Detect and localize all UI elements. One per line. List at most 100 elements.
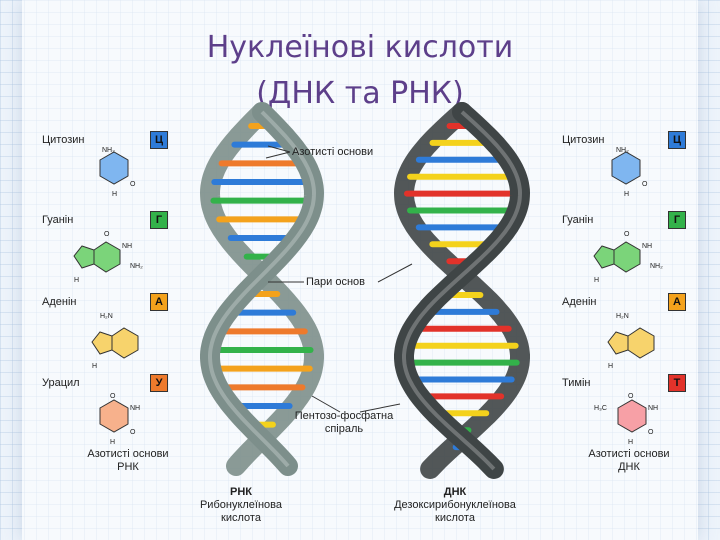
guanine-molecule-icon: O NH NH₂ H xyxy=(73,231,143,284)
dna-base-rung xyxy=(415,224,509,231)
mol-h2n-label: H₂N xyxy=(100,313,113,320)
spiral-label-line1: Пентозо-фосфатна xyxy=(294,410,394,422)
rna-bases-caption: Азотисті основи РНК xyxy=(78,448,178,474)
dna-caption-line1: Азотисті основи xyxy=(588,448,670,460)
rna-base-rung xyxy=(210,347,314,353)
mol-h3c-label: H₃C xyxy=(594,405,607,412)
dna-caption-line2: ДНК xyxy=(618,461,640,473)
dna-base-rung xyxy=(407,207,517,214)
mol-nh-label: NH xyxy=(648,405,658,412)
slide-frame xyxy=(22,0,698,540)
dna-base-rung xyxy=(404,190,520,197)
dna-base-rung xyxy=(424,308,500,315)
dna-base-rung xyxy=(429,139,495,146)
rna-base-rung xyxy=(218,160,306,167)
dna-base-rung xyxy=(407,173,517,180)
mol-h-label: H xyxy=(74,277,79,284)
dna-base-rung xyxy=(419,393,505,400)
dna-back-strand xyxy=(393,102,530,479)
rna-base-rung xyxy=(211,179,313,185)
right-name-cytosine: Цитозин xyxy=(562,134,605,146)
rna-base-rung xyxy=(231,141,293,148)
mol-h-label: H xyxy=(594,277,599,284)
mol-h-label: H xyxy=(608,363,613,370)
dna-base-rung xyxy=(404,359,520,366)
right-badge-thymine: Т xyxy=(668,374,686,392)
left-badge-uracil: У xyxy=(150,374,168,392)
label-base-pairs: Пари основ xyxy=(306,276,365,288)
dna-base-rung xyxy=(409,376,515,383)
mol-h2n-label: H₂N xyxy=(616,313,629,320)
mol-h-label: H xyxy=(110,439,115,446)
guanine-molecule-icon: O NH NH₂ H xyxy=(593,231,663,284)
pointer-line xyxy=(265,151,291,159)
cytosine-molecule-icon: NH₂ O H xyxy=(611,147,648,198)
pointer-line xyxy=(267,145,291,153)
right-badge-guanine: Г xyxy=(668,211,686,229)
pointer-line xyxy=(311,395,341,413)
mol-nh2-label: NH₂ xyxy=(130,263,143,270)
left-badge-guanine: Г xyxy=(150,211,168,229)
left-name-guanine: Гуанін xyxy=(42,214,74,226)
rna-base-rung xyxy=(216,216,308,223)
rna-base-rung xyxy=(211,365,313,372)
mol-nh2-label: NH₂ xyxy=(650,263,663,270)
mol-o-label: O xyxy=(130,181,136,188)
mol-o-label: O xyxy=(104,231,110,238)
mol-nh2-label: NH₂ xyxy=(102,147,115,154)
spiral-label-line2: спіраль xyxy=(324,423,364,435)
rna-base-rung xyxy=(216,328,308,335)
rna-strand-highlight xyxy=(208,110,317,468)
label-pentose-phosphate-spiral: Пентозо-фосфатна спіраль xyxy=(282,410,406,436)
mol-o-label: O xyxy=(628,393,634,400)
mol-h-label: H xyxy=(112,191,117,198)
right-name-thymine: Тимін xyxy=(562,377,591,389)
rna-title: РНК xyxy=(230,486,252,498)
rna-subtitle-line2: кислота xyxy=(221,512,261,524)
rna-subtitle-line1: Рибонуклеїнова xyxy=(199,499,283,511)
right-badge-adenine: А xyxy=(668,293,686,311)
left-badge-cytosine: Ц xyxy=(150,131,168,149)
dna-base-rung xyxy=(412,325,512,332)
mol-h-label: H xyxy=(92,363,97,370)
thymine-molecule-icon: H₃C O NH O H xyxy=(594,393,658,446)
mol-nh-label: NH xyxy=(130,405,140,412)
rna-caption-line1: Азотисті основи xyxy=(87,448,169,460)
uracil-molecule-icon: O NH O H xyxy=(99,393,140,446)
mol-o-label: O xyxy=(130,429,136,436)
dna-base-rung xyxy=(429,241,495,248)
right-name-guanine: Гуанін xyxy=(562,214,594,226)
slide-subtitle: (ДНК та РНК) xyxy=(256,76,464,111)
mol-o-label: O xyxy=(648,429,654,436)
rna-front-strand xyxy=(200,102,325,476)
mol-o-label: O xyxy=(110,393,116,400)
left-name-cytosine: Цитозин xyxy=(42,134,85,146)
pointer-line xyxy=(359,403,401,413)
dna-base-rung xyxy=(415,156,509,163)
pointer-line xyxy=(377,263,413,283)
left-name-uracil: Урацил xyxy=(42,377,80,389)
right-badge-cytosine: Ц xyxy=(668,131,686,149)
dna-front-strand xyxy=(394,102,531,479)
cytosine-molecule-icon: NH₂ O H xyxy=(99,147,136,198)
mol-h-label: H xyxy=(624,191,629,198)
left-badge-adenine: А xyxy=(150,293,168,311)
mol-o-label: O xyxy=(624,231,630,238)
dna-title: ДНК xyxy=(443,486,467,498)
rna-base-rung xyxy=(227,235,297,241)
rna-caption-line2: РНК xyxy=(117,461,139,473)
left-name-adenine: Аденін xyxy=(42,296,77,308)
mol-nh-label: NH xyxy=(122,243,132,250)
mol-o-label: O xyxy=(642,181,648,188)
rna-base-rung xyxy=(231,403,293,409)
adenine-molecule-icon: H₂N H xyxy=(607,313,655,370)
adenine-molecule-icon: H₂N H xyxy=(91,313,139,370)
mol-nh2-label: NH₂ xyxy=(616,147,629,154)
dna-subtitle-line1: Дезоксирибонуклеїнова xyxy=(394,499,516,511)
label-nitrogen-bases: Азотисті основи xyxy=(292,146,374,158)
dna-title-block: ДНК Дезоксирибонуклеїнова кислота xyxy=(370,486,540,525)
rna-title-block: РНК Рибонуклеїнова кислота xyxy=(176,486,306,525)
dna-base-rung xyxy=(405,342,519,349)
rna-base-rung xyxy=(218,384,306,391)
